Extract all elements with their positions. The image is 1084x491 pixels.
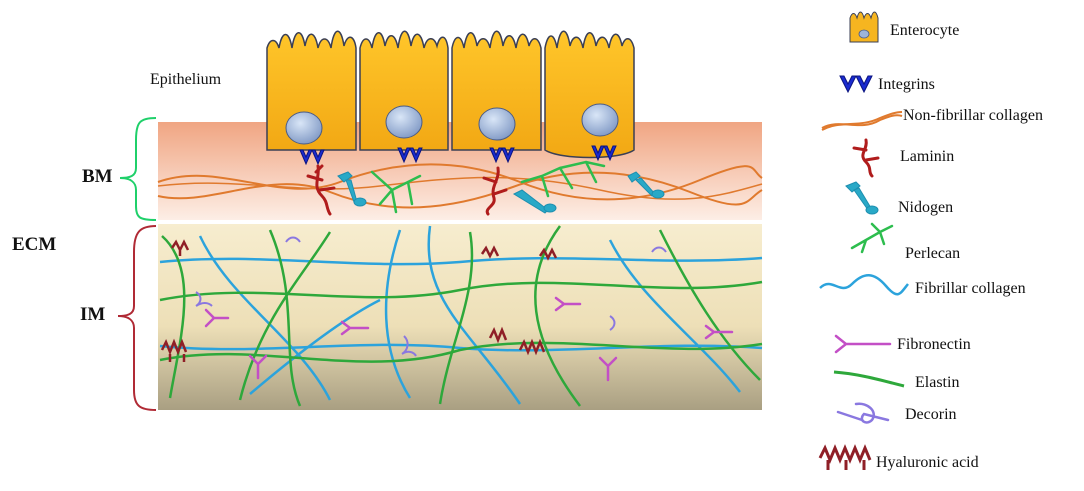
legend-label-fibrillar-collagen: Fibrillar collagen [915,280,1026,297]
fibrillar-collagen-in-diagram [159,225,763,405]
fibronectin-icon [834,334,892,354]
decorin-in-diagram [195,236,667,357]
hyaluronic-acid-in-diagram [160,239,558,362]
legend-label-perlecan: Perlecan [905,245,961,262]
enterocyte-cell [451,30,542,151]
legend-label-decorin: Decorin [905,406,957,423]
fibronectin-in-diagram [204,296,734,382]
legend-label-fibronectin: Fibronectin [897,336,971,353]
nidogen-in-diagram [337,171,665,214]
fibrillar-collagen-icon [819,274,909,296]
im-brace [117,225,157,411]
elastin-icon [833,370,905,388]
nucleus [285,111,323,145]
legend-label-integrins: Integrins [878,76,935,93]
legend-label-enterocyte: Enterocyte [890,22,960,39]
bm-brace [119,117,157,221]
laminin-icon [852,138,880,178]
enterocyte-icon [849,11,879,43]
enterocyte-cell [544,30,635,159]
nucleus [581,103,619,137]
integrins-icon [839,75,873,94]
nidogen-icon [845,181,879,215]
im-label: IM [80,304,106,325]
hyaluronic-acid-icon [818,444,872,470]
integrins-in-diagram [299,145,617,166]
perlecan-in-diagram [370,160,606,214]
enterocyte-cell [359,30,449,151]
non-fibrillar-collagen-icon [821,111,903,131]
legend-label-elastin: Elastin [915,374,960,391]
laminin-in-diagram [306,164,508,216]
perlecan-icon [850,222,894,254]
nucleus [385,105,423,139]
legend-label-laminin: Laminin [900,148,955,165]
bm-label: BM [82,166,113,187]
cell-nuclei [285,103,619,145]
elastin-in-diagram [159,225,763,407]
legend-label-non-fibrillar-collagen: Non-fibrillar collagen [903,107,1043,124]
legend-label-hyaluronic-acid: Hyaluronic acid [876,454,979,471]
ecm-label: ECM [12,234,57,255]
legend-label-nidogen: Nidogen [898,199,954,216]
epithelium-label: Epithelium [150,71,222,88]
decorin-icon [836,402,890,424]
nucleus [478,107,516,141]
